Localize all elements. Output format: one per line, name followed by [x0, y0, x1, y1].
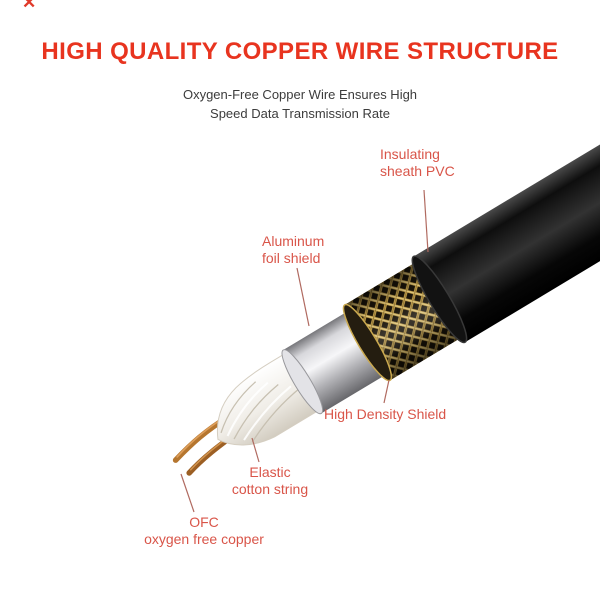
label-line: OFC: [189, 514, 219, 530]
label-line: Aluminum: [262, 233, 325, 249]
leader-line-copper: [180, 473, 195, 513]
label-high-density-shield: High Density Shield: [324, 406, 446, 423]
header: HIGH QUALITY COPPER WIRE STRUCTURE Oxyge…: [0, 38, 600, 124]
label-line: High Density Shield: [324, 406, 447, 422]
leader-line-pvc: [423, 189, 429, 253]
braided-shield-shape: [342, 256, 471, 382]
pvc-sheath-shape: [411, 127, 600, 344]
leader-line-foil: [296, 267, 310, 327]
label-line: Elastic: [249, 464, 291, 480]
label-line: foil shield: [262, 250, 321, 267]
subtitle: Oxygen-Free Copper Wire Ensures High Spe…: [0, 86, 600, 124]
leader-line-cotton: [251, 437, 260, 463]
label-line: cotton string: [231, 481, 309, 498]
label-line: oxygen free copper: [144, 531, 264, 548]
label-elastic-cotton-string: Elastic cotton string: [205, 464, 335, 498]
subtitle-line-1: Oxygen-Free Copper Wire Ensures High: [182, 87, 418, 102]
label-line: Insulating: [380, 146, 440, 162]
subtitle-line-2: Speed Data Transmission Rate: [210, 105, 390, 121]
leader-lines: [180, 189, 429, 513]
label-ofc-oxygen-free-copper: OFC oxygen free copper: [118, 514, 290, 548]
label-aluminum-foil-shield: Aluminum foil shield: [262, 233, 324, 267]
corner-x-mark: ✕: [22, 0, 37, 12]
label-insulating-sheath-pvc: Insulating sheath PVC: [380, 146, 455, 180]
cable-group: [172, 127, 600, 476]
label-line: sheath PVC: [380, 163, 455, 180]
page-title: HIGH QUALITY COPPER WIRE STRUCTURE: [41, 38, 559, 65]
leader-line-shield: [383, 379, 390, 404]
